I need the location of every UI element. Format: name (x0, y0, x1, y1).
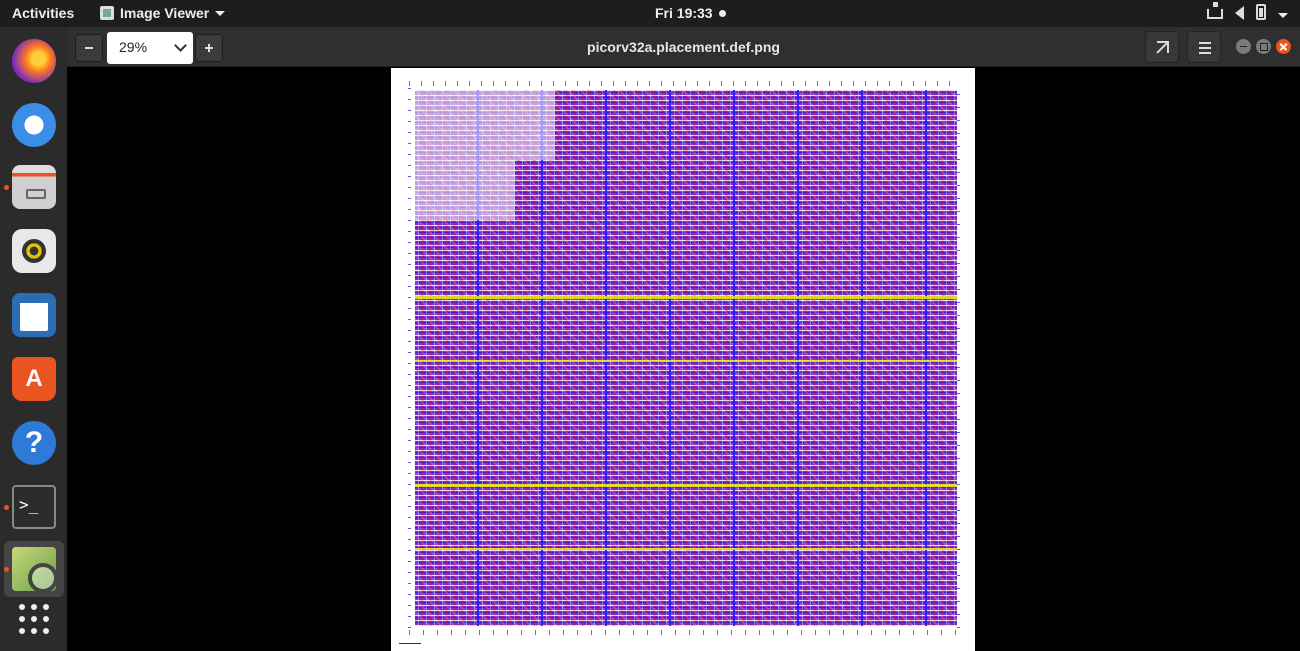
battery-icon (1256, 4, 1266, 20)
hamburger-menu-button[interactable] (1187, 31, 1221, 63)
system-tray[interactable] (1207, 2, 1288, 20)
chevron-down-icon (215, 10, 226, 16)
scale-bar (399, 643, 421, 644)
image-viewer-icon (12, 547, 58, 593)
activities-button[interactable]: Activities (12, 5, 75, 21)
dock-item-software[interactable]: A (4, 351, 64, 407)
power-rail (415, 296, 957, 299)
chevron-down-icon (1278, 12, 1288, 18)
minimize-button[interactable] (1236, 39, 1251, 54)
writer-icon (12, 293, 56, 337)
notification-dot-icon (718, 9, 726, 17)
dock-item-image-viewer[interactable] (4, 541, 64, 597)
sparse-region (415, 90, 555, 160)
dock-item-files[interactable] (4, 159, 64, 215)
clock[interactable]: Fri 19:33 (655, 5, 726, 21)
top-bar: Activities Image Viewer Fri 19:33 (0, 0, 1300, 27)
files-icon (12, 165, 56, 209)
window-title: picorv32a.placement.def.png (587, 39, 780, 55)
pin-markers-left (408, 88, 411, 628)
zoom-level-value: 29% (119, 39, 148, 55)
firefox-icon (12, 39, 56, 83)
rhythmbox-icon (12, 229, 56, 273)
thunderbird-icon (12, 103, 56, 147)
maximize-button[interactable] (1256, 39, 1271, 54)
app-menu[interactable]: Image Viewer (100, 5, 226, 21)
running-indicator (4, 505, 9, 510)
show-applications-button[interactable] (4, 591, 64, 647)
running-indicator (4, 185, 9, 190)
dock: A ? >_ (0, 27, 67, 651)
app-menu-label: Image Viewer (120, 5, 210, 21)
power-rail (415, 484, 957, 487)
displayed-image[interactable] (391, 68, 975, 651)
image-canvas[interactable] (67, 68, 1300, 651)
viewer-header: 29% picorv32a.placement.def.png (67, 27, 1300, 67)
running-indicator (4, 567, 9, 572)
terminal-icon: >_ (12, 485, 56, 529)
fullscreen-button[interactable] (1145, 31, 1179, 63)
clock-label: Fri 19:33 (655, 5, 713, 21)
zoom-out-button[interactable] (75, 34, 103, 62)
sparse-region (415, 160, 515, 220)
dock-item-rhythmbox[interactable] (4, 223, 64, 279)
help-icon: ? (12, 421, 56, 465)
dock-item-terminal[interactable]: >_ (4, 479, 64, 535)
pin-markers-bottom (409, 630, 959, 635)
software-store-icon: A (12, 357, 56, 401)
dock-item-help[interactable]: ? (4, 415, 64, 471)
image-viewer-icon (100, 6, 114, 20)
dock-item-thunderbird[interactable] (4, 97, 64, 153)
dock-item-firefox[interactable] (4, 33, 64, 89)
zoom-level-field[interactable]: 29% (107, 32, 193, 64)
zoom-in-button[interactable] (195, 34, 223, 62)
app-grid-icon (19, 604, 49, 634)
network-icon (1207, 2, 1223, 19)
volume-icon (1235, 5, 1244, 20)
close-button[interactable] (1276, 39, 1291, 54)
pin-markers-right (957, 88, 960, 628)
pin-markers-top (409, 81, 959, 86)
power-rail (415, 548, 957, 550)
power-rail (415, 360, 957, 362)
placement-layout (415, 90, 957, 626)
dock-item-writer[interactable] (4, 287, 64, 343)
